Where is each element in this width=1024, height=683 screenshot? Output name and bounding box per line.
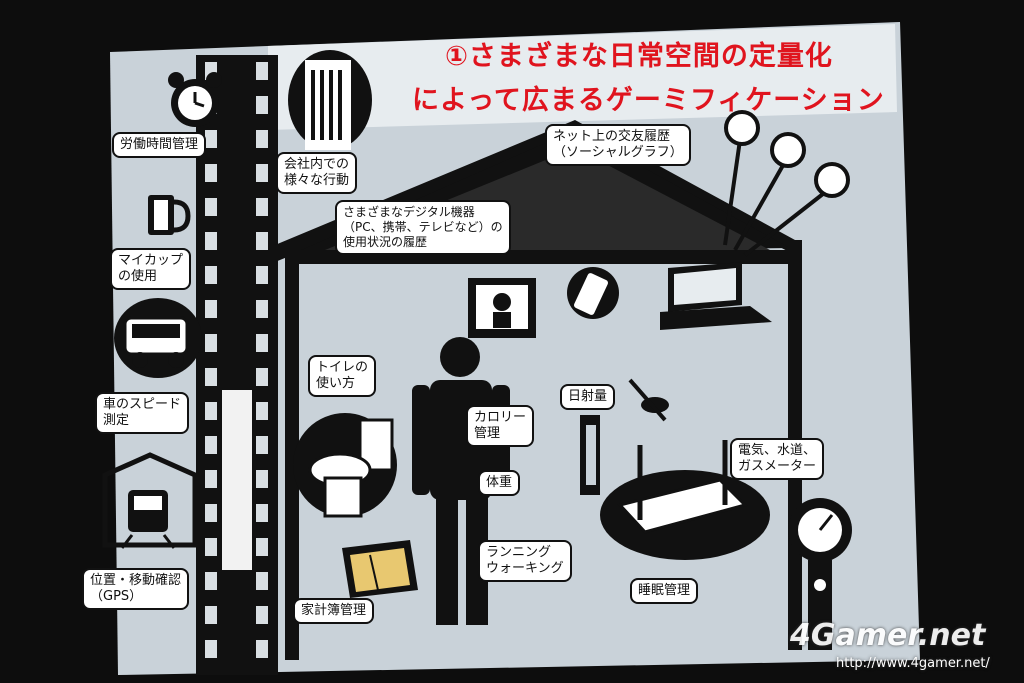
train-icon: [102, 452, 198, 549]
callout-household-budget: 家計簿管理: [293, 598, 375, 624]
callout-running: ランニング ウォーキング: [478, 540, 572, 582]
slide-title-line2: によって広まるゲーミフィケーション: [412, 85, 885, 116]
callout-toilet: トイレの 使い方: [308, 355, 377, 397]
alarm-clock-icon: [168, 72, 222, 127]
callout-labor-time: 労働時間管理: [112, 132, 207, 158]
callout-digital-devices: さまざまなデジタル機器 （PC、携帯、テレビなど）の 使用状況の履歴: [335, 200, 511, 255]
treadmill-icon: [580, 415, 600, 495]
bed-icon: [600, 440, 770, 560]
tv-icon: [468, 278, 536, 338]
callout-sleep: 睡眠管理: [630, 578, 699, 604]
film-strip: [196, 55, 278, 675]
laptop-icon: [660, 262, 772, 330]
satellite-dish-icon: [628, 378, 669, 422]
callout-my-cup: マイカップ の使用: [110, 248, 192, 290]
slide-title-line1: ①さまざまな日常空間の定量化: [445, 41, 833, 72]
callout-location: 位置・移動確認 （GPS）: [82, 568, 190, 610]
phone-icon: [567, 267, 619, 319]
watermark-brand: 4Gamer.net: [790, 618, 986, 653]
callout-calorie: カロリー 管理: [466, 405, 535, 447]
notebook-icon: [342, 540, 418, 598]
callout-car-speed: 車のスピード 測定: [95, 392, 190, 434]
watermark-url: http://www.4gamer.net/: [836, 656, 990, 671]
callout-company-actions: 会社内での 様々な行動: [276, 152, 358, 194]
callout-utility-meters: 電気、水道、 ガスメーター: [730, 438, 825, 480]
gas-meter-icon: [788, 498, 852, 650]
mug-icon: [148, 195, 191, 235]
callout-weight: 体重: [478, 470, 521, 496]
toilet-icon: [293, 413, 397, 518]
callout-sunlight: 日射量: [560, 384, 616, 410]
office-building-icon: [288, 50, 372, 150]
smiley-icon: [723, 110, 850, 257]
callout-social-graph: ネット上の交友履歴 （ソーシャルグラフ）: [545, 124, 691, 166]
car-icon: [114, 298, 202, 378]
